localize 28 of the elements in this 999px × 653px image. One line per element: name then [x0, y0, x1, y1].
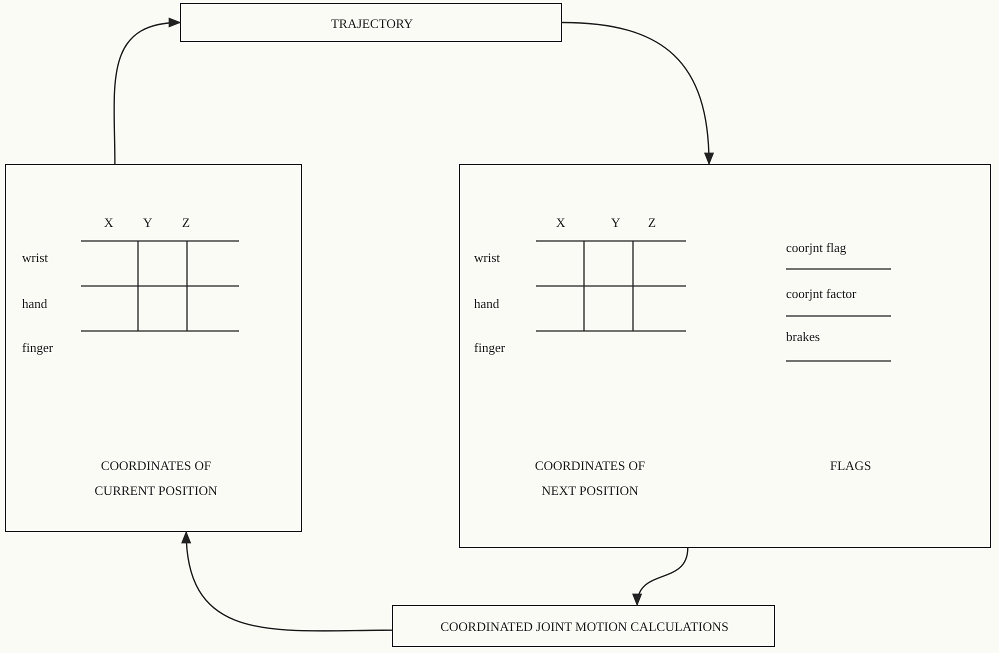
row-label: hand — [474, 295, 500, 313]
column-header: Y — [143, 214, 152, 232]
process-box — [392, 605, 775, 647]
column-header: Y — [611, 214, 620, 232]
row-label: wrist — [22, 249, 48, 267]
arrow — [633, 548, 688, 606]
row-label: hand — [22, 295, 48, 313]
column-header: X — [104, 214, 114, 232]
box-label: COORDINATED JOINT MOTION CALCULATIONS — [439, 618, 730, 636]
panel-title: FLAGS — [830, 457, 872, 475]
panel-box — [459, 164, 991, 548]
box-label: TRAJECTORY — [330, 15, 414, 33]
flag-label: coorjnt flag — [786, 239, 846, 257]
flag-label: coorjnt factor — [786, 285, 856, 303]
arrow — [182, 530, 392, 632]
flag-label: brakes — [786, 328, 820, 346]
arrow — [113, 18, 182, 164]
column-header: Z — [648, 214, 656, 232]
row-label: wrist — [474, 249, 500, 267]
column-header: Z — [182, 214, 190, 232]
column-header: X — [556, 214, 566, 232]
arrow — [562, 22, 714, 166]
panel-title: COORDINATES OF NEXT POSITION — [534, 457, 646, 500]
panel-box — [5, 164, 302, 532]
panel-title: COORDINATES OF CURRENT POSITION — [94, 457, 218, 500]
row-label: finger — [474, 339, 506, 357]
row-label: finger — [22, 339, 54, 357]
process-box — [180, 3, 562, 42]
